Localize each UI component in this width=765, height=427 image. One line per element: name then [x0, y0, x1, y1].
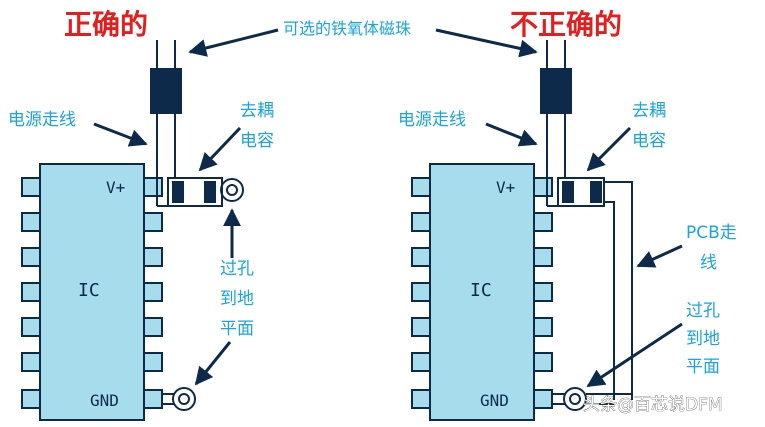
- right-decap-label-line2: 电容: [632, 131, 666, 151]
- right-ic-label: IC: [470, 280, 492, 301]
- arrow-icon: [188, 28, 279, 57]
- arrow-icon: [485, 122, 538, 147]
- left-gnd-label: GND: [90, 391, 119, 410]
- left-panel: 正确的 IC V+ GND: [8, 8, 274, 421]
- left-title: 正确的: [64, 8, 148, 41]
- watermark: 头条@百芯说DFM: [583, 395, 723, 416]
- arrow-icon: [198, 126, 242, 172]
- left-ic-body: [39, 163, 145, 421]
- right-decap-label-line1: 去耦: [632, 101, 666, 121]
- left-ic-label: IC: [78, 280, 100, 301]
- right-capacitor-icon: [557, 177, 605, 207]
- right-via-label-line1: 过孔: [686, 301, 720, 321]
- right-via-label-line3: 平面: [686, 357, 720, 377]
- right-via-label-line2: 到地: [686, 329, 720, 349]
- watermark-text: 头条@百芯说DFM: [583, 395, 723, 415]
- arrow-icon: [586, 126, 632, 172]
- left-arrows: [93, 122, 242, 386]
- left-via-label-line1: 过孔: [220, 259, 254, 279]
- right-panel: 不正确的 IC V+ GND: [398, 8, 737, 421]
- left-via-label-line2: 到地: [220, 289, 254, 309]
- left-capacitor-icon: [167, 177, 223, 207]
- right-vplus-label: V+: [496, 178, 515, 197]
- right-arrows: [485, 122, 683, 388]
- left-power-trace-label: 电源走线: [8, 110, 76, 130]
- left-decap-label-line2: 电容: [240, 131, 274, 151]
- right-power-trace-label: 电源走线: [398, 110, 466, 130]
- arrow-icon: [586, 322, 683, 388]
- ferrite-label: 可选的铁氧体磁珠: [283, 19, 411, 38]
- arrow-icon: [636, 244, 683, 268]
- right-gnd-label: GND: [480, 391, 509, 410]
- left-gnd-via-icon: [161, 387, 196, 411]
- right-title: 不正确的: [510, 8, 622, 41]
- right-pcb-label-line2: 线: [700, 253, 717, 273]
- right-gnd-via-icon: [551, 387, 632, 411]
- right-ferrite-bead-icon: [540, 68, 572, 114]
- arrow-icon: [93, 122, 148, 147]
- left-vplus-label: V+: [106, 178, 125, 197]
- right-ic-body: [429, 163, 535, 421]
- left-via-top-icon: [220, 178, 244, 202]
- arrow-icon: [194, 341, 232, 386]
- arrow-icon: [435, 28, 538, 58]
- right-pcb-label-line1: PCB走: [686, 223, 737, 243]
- right-pcb-trace: [604, 181, 633, 400]
- left-decap-label-line1: 去耦: [240, 101, 274, 121]
- left-via-label-line3: 平面: [220, 319, 254, 339]
- ferrite-callout: 可选的铁氧体磁珠: [188, 19, 538, 58]
- left-ferrite-bead-icon: [150, 68, 182, 114]
- right-chip-pins-right: [531, 177, 553, 409]
